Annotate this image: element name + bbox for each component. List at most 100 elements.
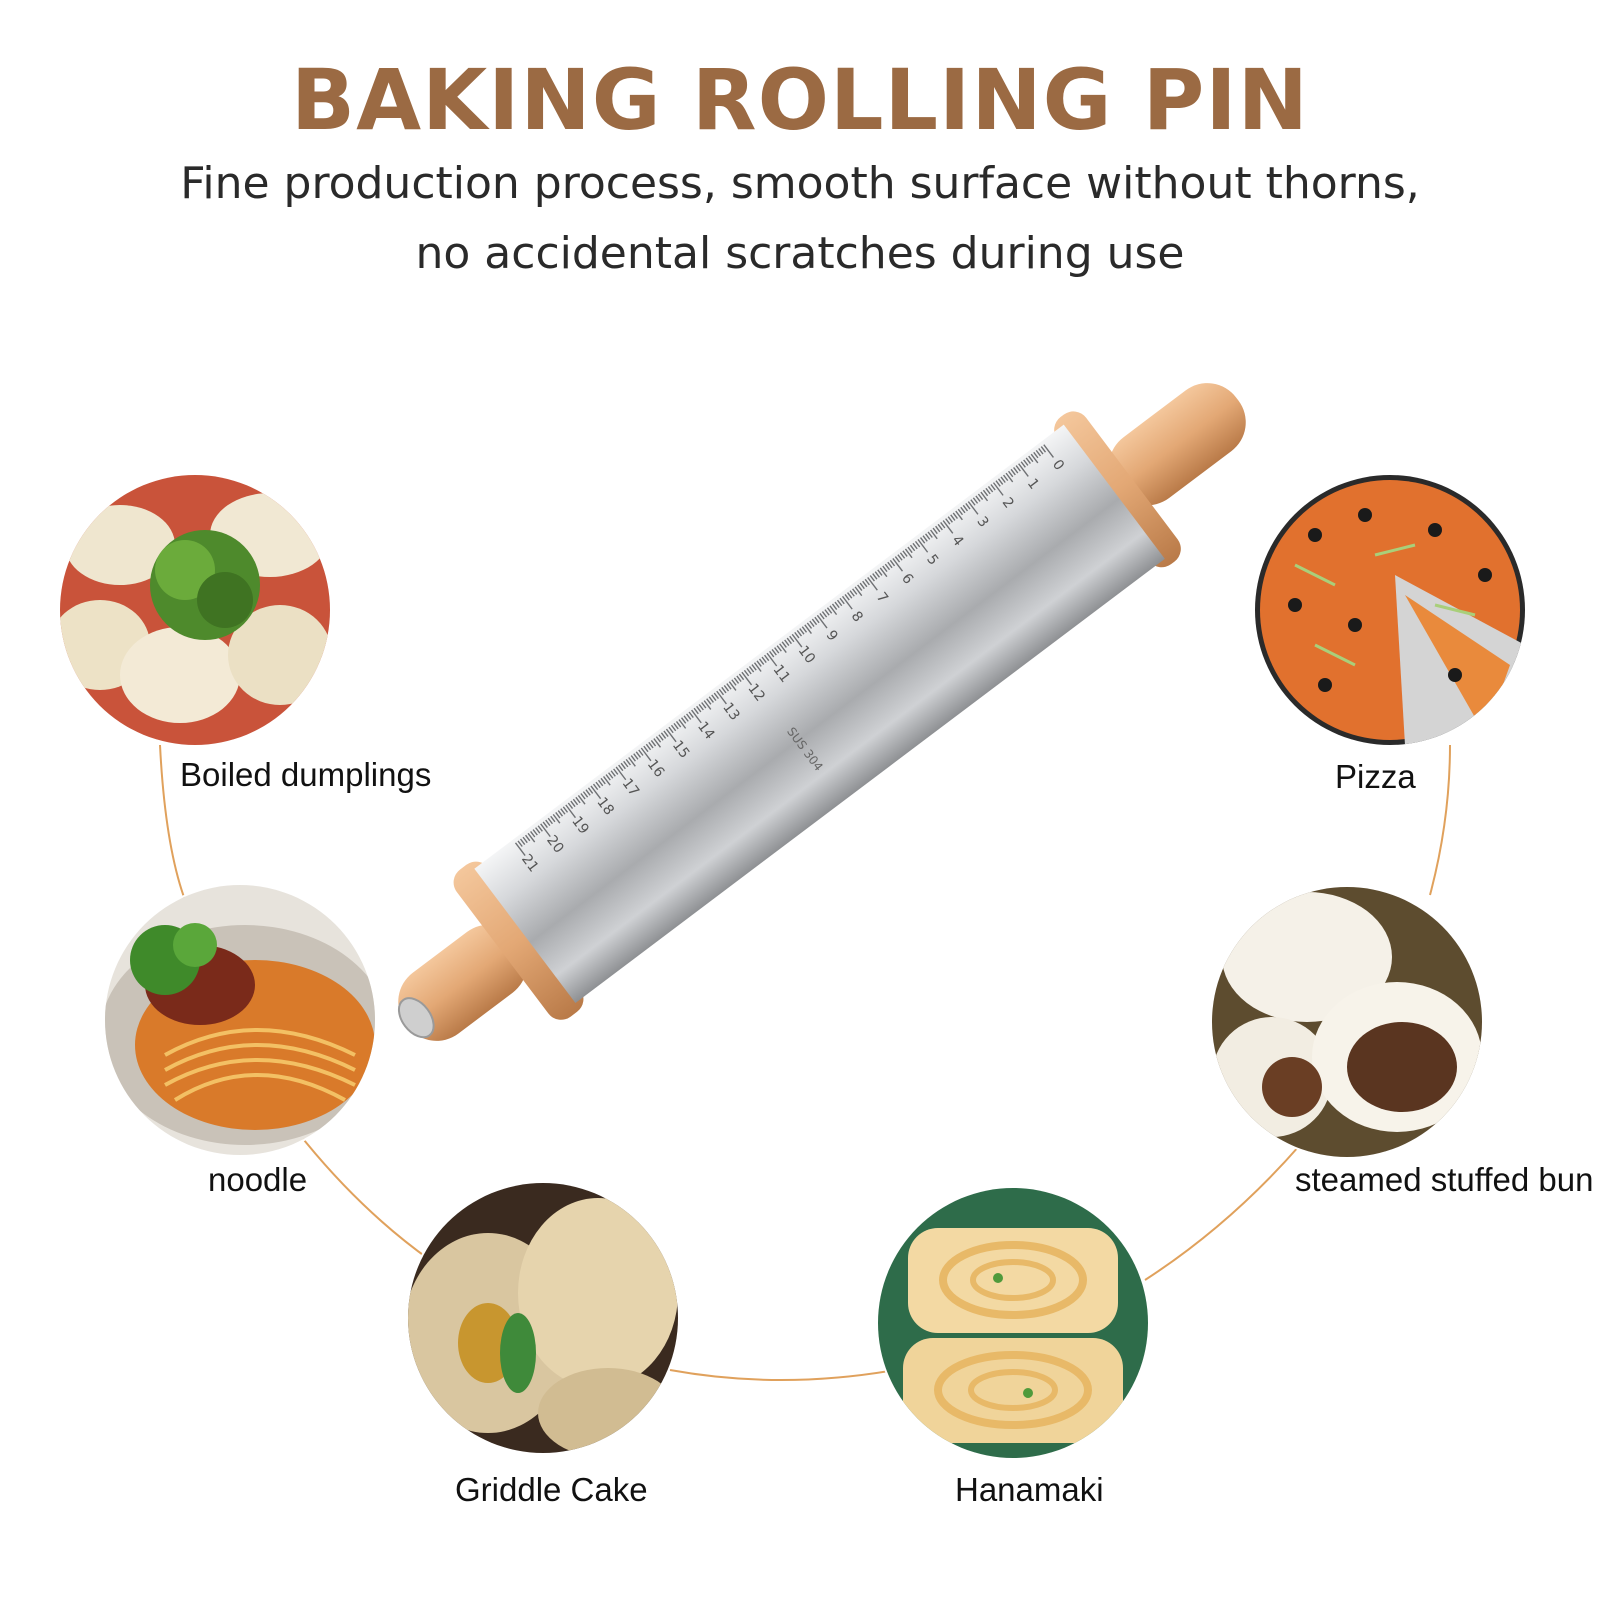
- food-image-griddle-cake: [408, 1183, 678, 1453]
- right-ring: [1054, 411, 1181, 568]
- ruler-tick: [1035, 449, 1042, 457]
- ruler-tick: [645, 743, 652, 751]
- ruler-tick: [957, 508, 964, 516]
- ruler-tick: [945, 518, 951, 525]
- ruler-tick: [1030, 453, 1039, 464]
- food-image-noodle: [105, 885, 375, 1155]
- ruler-tick: [829, 605, 838, 616]
- ruler-tick: [585, 789, 591, 796]
- ruler-tick: [884, 563, 891, 571]
- ruler-tick: [625, 758, 631, 766]
- ruler-tick: [769, 650, 775, 658]
- page-title: BAKING ROLLING PIN: [291, 51, 1309, 149]
- ruler-tick: [924, 533, 931, 540]
- ruler-tick: [804, 624, 812, 634]
- ruler-tick: [552, 813, 561, 824]
- ruler-tick: [748, 666, 755, 673]
- ruler-tick: [786, 637, 792, 645]
- ruler-tick: [892, 558, 904, 572]
- ruler-tick: [975, 495, 981, 502]
- ruler-tick: [756, 660, 762, 667]
- ruler-tick: [1013, 467, 1019, 474]
- ruler-tick: [668, 726, 674, 734]
- ruler-tick: [930, 529, 938, 540]
- ruler-tick: [733, 677, 740, 684]
- ruler-tick: [673, 722, 679, 730]
- ruler-tick: [582, 791, 589, 798]
- ruler-tick: [746, 667, 752, 675]
- ruler-tick: [763, 654, 770, 662]
- ruler-tick: [698, 703, 704, 711]
- ruler-tick: [655, 736, 662, 743]
- ruler-tick: [980, 491, 989, 502]
- ruler-tick: [844, 594, 850, 601]
- ruler-tick: [784, 639, 790, 646]
- ruler-tick: [1038, 448, 1044, 455]
- ruler-tick: [613, 768, 619, 775]
- ruler-tick: [935, 525, 941, 533]
- ruler-tick: [1000, 476, 1006, 483]
- ruler-tick: [1023, 459, 1029, 466]
- ruler-tick: [532, 829, 538, 836]
- ruler-tick: [600, 777, 606, 785]
- ruler-tick: [575, 796, 581, 804]
- ruler-tick: [638, 749, 644, 756]
- ruler-tick: [751, 664, 757, 671]
- subtitle-line-2: no accidental scratches during use: [415, 228, 1185, 279]
- ruler-tick: [618, 764, 624, 772]
- ruler-tick: [693, 707, 699, 715]
- ruler-tick: [718, 688, 725, 696]
- ruler-tick: [914, 540, 921, 548]
- ruler-tick: [678, 719, 687, 729]
- ruler-tick: [917, 539, 929, 553]
- ruler-tick: [831, 603, 838, 610]
- ruler-tick: [874, 571, 881, 578]
- ruler-tick: [791, 633, 803, 648]
- ruler-tick: [857, 584, 863, 591]
- ruler-tick: [774, 647, 780, 654]
- ruler-tick: [990, 484, 996, 491]
- food-label-steamed-bun: steamed stuffed bun: [1295, 1161, 1594, 1198]
- ruler-tick: [708, 696, 714, 703]
- ruler-tick: [862, 580, 868, 588]
- ruler-tick: [524, 834, 531, 842]
- ruler-tick: [550, 815, 556, 823]
- ruler-tick: [882, 565, 888, 573]
- food-label-noodle: noodle: [208, 1161, 308, 1198]
- ruler-tick: [836, 599, 843, 607]
- food-label-griddle-cake: Griddle Cake: [455, 1471, 648, 1508]
- ruler-tick: [902, 550, 908, 557]
- ruler-tick: [648, 741, 654, 749]
- ruler-tick: [887, 561, 893, 569]
- ruler-tick: [663, 730, 669, 737]
- ruler-tick: [839, 597, 845, 605]
- ruler-tick: [540, 823, 551, 838]
- ruler-tick: [847, 592, 853, 599]
- ruler-tick: [640, 747, 652, 762]
- ruler-tick: [570, 800, 576, 808]
- ruler-tick: [597, 779, 604, 787]
- ruler-tick: [922, 535, 928, 542]
- ruler-tick: [721, 686, 727, 694]
- food-label-dumplings: Boiled dumplings: [180, 756, 432, 793]
- ruler-tick: [605, 774, 611, 781]
- ruler-tick: [852, 588, 858, 595]
- ruler-tick: [776, 645, 782, 652]
- left-handle: [398, 924, 527, 1041]
- ruler-tick: [947, 516, 953, 523]
- ruler-tick: [595, 781, 601, 789]
- ruler-tick: [602, 776, 611, 786]
- ruler-tick: [854, 586, 863, 597]
- ruler-tick: [912, 542, 918, 550]
- ruler-tick: [962, 504, 969, 512]
- ruler-tick: [1025, 457, 1031, 464]
- ruler-tick: [643, 745, 649, 753]
- ruler-tick: [562, 806, 569, 813]
- ruler-tick: [615, 766, 627, 781]
- ruler-tick: [731, 679, 737, 686]
- ruler-tick: [919, 537, 926, 544]
- ruler-tick: [514, 842, 526, 856]
- ruler-tick: [723, 685, 730, 692]
